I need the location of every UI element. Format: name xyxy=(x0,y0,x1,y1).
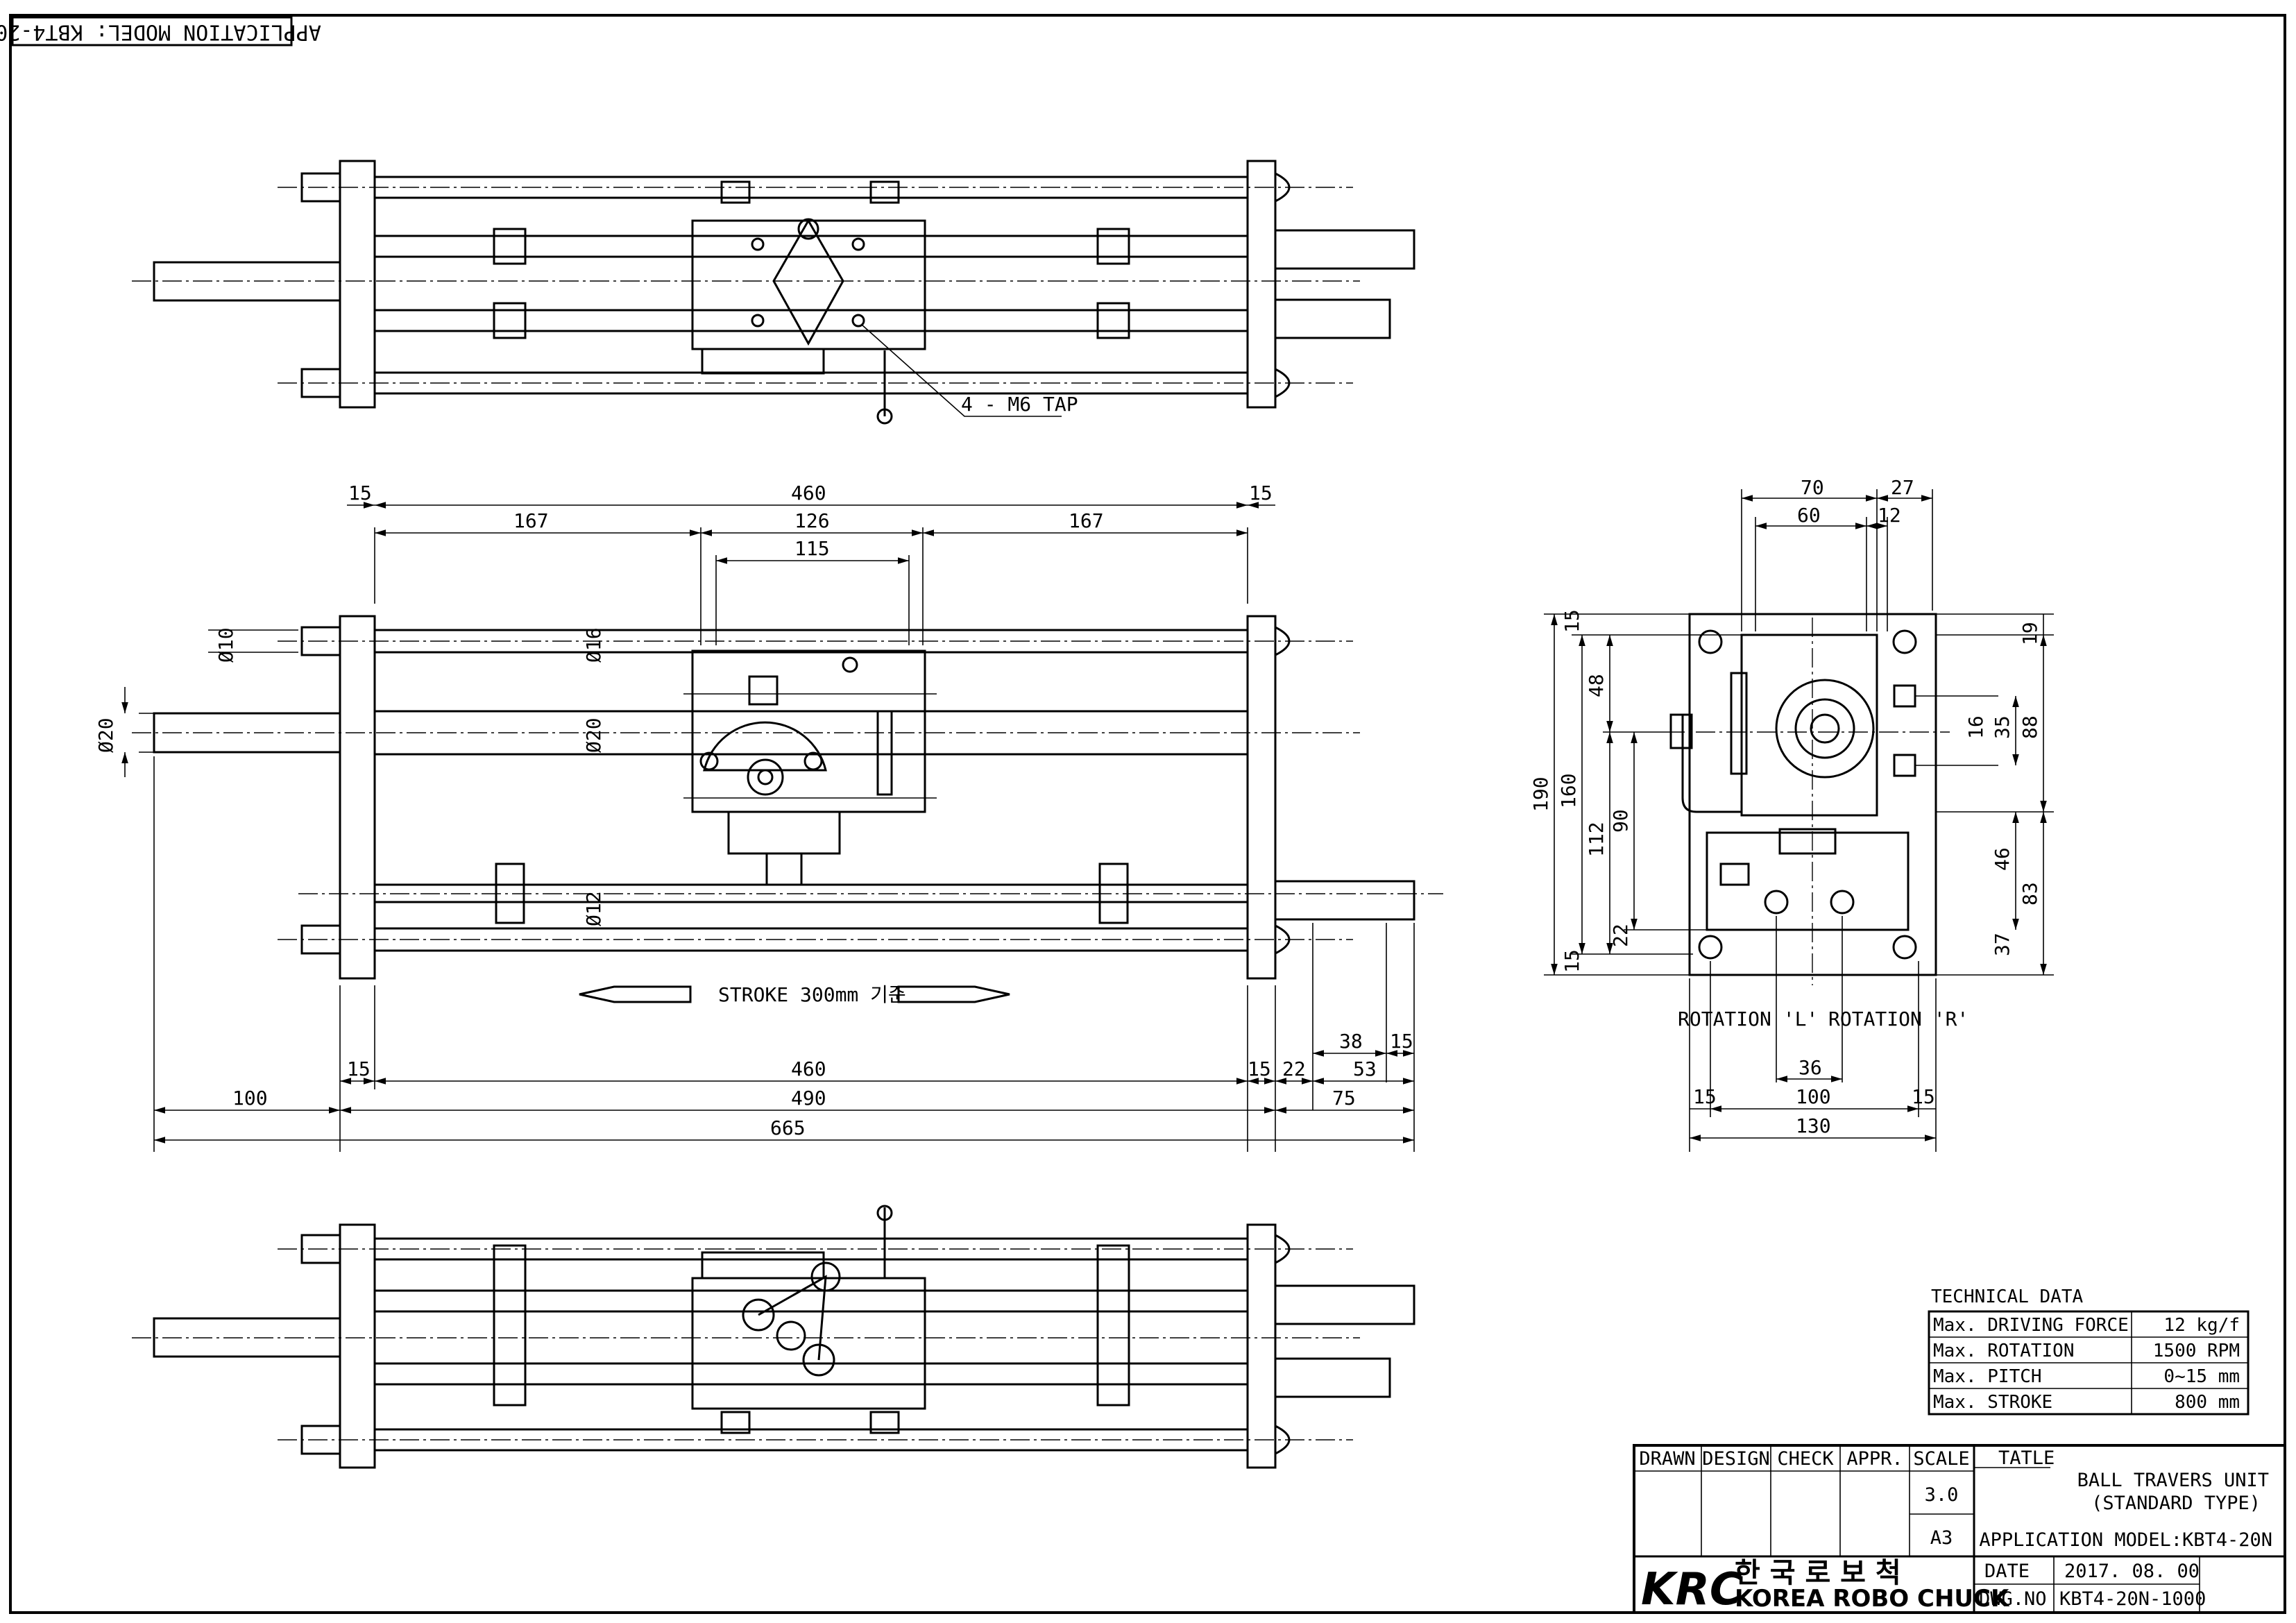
tap-callout: 4 - M6 TAP xyxy=(961,393,1078,416)
dim-bot-15-right: 15 xyxy=(1248,1057,1271,1080)
dim-top-15-right: 15 xyxy=(1249,482,1273,504)
dim-bot-665: 665 xyxy=(770,1116,806,1139)
stroke-note: STROKE 300mm 기준 xyxy=(718,983,906,1006)
side-dim-35: 35 xyxy=(1991,715,2014,739)
tb-date-label: DATE xyxy=(1984,1561,2030,1582)
side-dim-37: 37 xyxy=(1991,933,2014,956)
side-dim-19: 19 xyxy=(2018,622,2041,645)
side-dim-70: 70 xyxy=(1801,476,1824,499)
header-tag: APPLICATION MODEL: KBT4-20N xyxy=(0,16,321,46)
side-dim-12: 12 xyxy=(1878,504,1901,527)
company-name-english: KOREA ROBO CHUCK xyxy=(1735,1585,2010,1613)
dim-top-126: 126 xyxy=(794,509,830,532)
tb-size-value: A3 xyxy=(1930,1527,1953,1549)
tb-title-line1: BALL TRAVERS UNIT xyxy=(2077,1470,2269,1491)
dia-20-shaft: Ø20 xyxy=(582,717,605,753)
side-dim-130: 130 xyxy=(1796,1114,1831,1137)
tb-header-scale: SCALE xyxy=(1913,1448,1969,1470)
dim-bot-22: 22 xyxy=(1282,1057,1306,1080)
side-dim-100: 100 xyxy=(1796,1085,1831,1108)
tech-row-1-label: Max. DRIVING FORCE xyxy=(1933,1315,2129,1336)
rotation-right-label: ROTATION 'R' xyxy=(1828,1008,1968,1030)
side-dim-83: 83 xyxy=(2018,882,2041,906)
side-dim-15-left: 15 xyxy=(1693,1085,1717,1108)
tb-dwg-value: KBT4-20N-1000 xyxy=(2059,1588,2206,1610)
dim-top-167-left: 167 xyxy=(513,509,549,532)
dim-bot-460: 460 xyxy=(791,1057,826,1080)
side-view: 70 27 60 12 15 48 190 160 90 112 22 15 xyxy=(1529,476,2054,1152)
tb-tatle-label: TATLE xyxy=(1998,1447,2055,1469)
side-dim-190: 190 xyxy=(1529,776,1552,812)
tb-scale-value: 3.0 xyxy=(1925,1484,1959,1506)
side-dim-60: 60 xyxy=(1797,504,1821,527)
tech-row-4-value: 800 mm xyxy=(2175,1392,2240,1413)
tb-application: APPLICATION MODEL:KBT4-20N xyxy=(1979,1529,2272,1551)
side-dim-112: 112 xyxy=(1585,822,1608,857)
tb-header-appr: APPR. xyxy=(1846,1448,1903,1470)
tech-row-2-label: Max. ROTATION xyxy=(1933,1341,2075,1361)
tb-dwg-label: DWG.NO xyxy=(1979,1588,2047,1610)
side-dim-16: 16 xyxy=(1964,715,1987,739)
dia-16: Ø16 xyxy=(582,627,605,663)
dim-bot-100: 100 xyxy=(232,1087,268,1110)
side-dim-15-top: 15 xyxy=(1561,609,1583,633)
dim-bot-15-far: 15 xyxy=(1390,1030,1413,1053)
side-dim-15-bottom: 15 xyxy=(1561,949,1583,973)
rotation-left-label: ROTATION 'L' xyxy=(1678,1008,1818,1030)
technical-data: TECHNICAL DATA Max. DRIVING FORCE 12 kg/… xyxy=(1928,1286,2250,1416)
title-block: DRAWN DESIGN CHECK APPR. SCALE 3.0 A3 TA… xyxy=(1633,1444,2286,1615)
dim-bot-38: 38 xyxy=(1339,1030,1363,1053)
krc-logo: KRC xyxy=(1641,1564,1742,1615)
front-view: 15 460 15 167 126 167 115 Ø10 Ø16 Ø20 Ø2… xyxy=(94,482,1443,1152)
tb-header-drawn: DRAWN xyxy=(1639,1448,1695,1470)
dim-bot-15-left: 15 xyxy=(347,1057,371,1080)
sheet-border xyxy=(9,14,2286,1614)
tech-row-2-value: 1500 RPM xyxy=(2153,1341,2240,1361)
side-dim-15-right: 15 xyxy=(1912,1085,1935,1108)
tech-row-1-value: 12 kg/f xyxy=(2163,1315,2240,1336)
side-dim-36: 36 xyxy=(1798,1056,1822,1079)
tb-header-design: DESIGN xyxy=(1702,1448,1770,1470)
side-dim-22: 22 xyxy=(1609,924,1632,947)
company-name-korean: 한 국 로 보 척 xyxy=(1735,1557,1901,1589)
side-dim-90: 90 xyxy=(1609,809,1632,833)
side-dim-160: 160 xyxy=(1557,773,1580,808)
side-dim-46: 46 xyxy=(1991,847,2014,871)
tech-row-3-value: 0~15 mm xyxy=(2163,1366,2240,1387)
side-dim-27: 27 xyxy=(1891,476,1914,499)
tech-title: TECHNICAL DATA xyxy=(1931,1286,2083,1307)
dim-bot-75: 75 xyxy=(1332,1087,1356,1110)
dim-top-15-left: 15 xyxy=(348,482,372,504)
top-view: 4 - M6 TAP xyxy=(132,160,1415,425)
dim-top-167-right: 167 xyxy=(1069,509,1104,532)
side-dim-48: 48 xyxy=(1585,674,1608,697)
dia-10: Ø10 xyxy=(214,627,237,663)
dim-top-115: 115 xyxy=(794,537,830,560)
side-dim-88: 88 xyxy=(2018,715,2041,739)
dim-top-460: 460 xyxy=(791,482,826,504)
tech-row-3-label: Max. PITCH xyxy=(1933,1366,2042,1387)
dim-bot-53: 53 xyxy=(1353,1057,1377,1080)
tech-row-4-label: Max. STROKE xyxy=(1933,1392,2052,1413)
header-tag-text: APPLICATION MODEL: KBT4-20N xyxy=(0,20,321,44)
dim-bot-490: 490 xyxy=(791,1087,826,1110)
tb-header-check: CHECK xyxy=(1777,1448,1834,1470)
tb-title-line2: (STANDARD TYPE) xyxy=(2091,1493,2261,1514)
dia-12: Ø12 xyxy=(582,891,605,926)
dia-20-left: Ø20 xyxy=(94,717,117,753)
bottom-view xyxy=(132,1205,1415,1469)
tb-date-value: 2017. 08. 00 xyxy=(2064,1561,2200,1582)
